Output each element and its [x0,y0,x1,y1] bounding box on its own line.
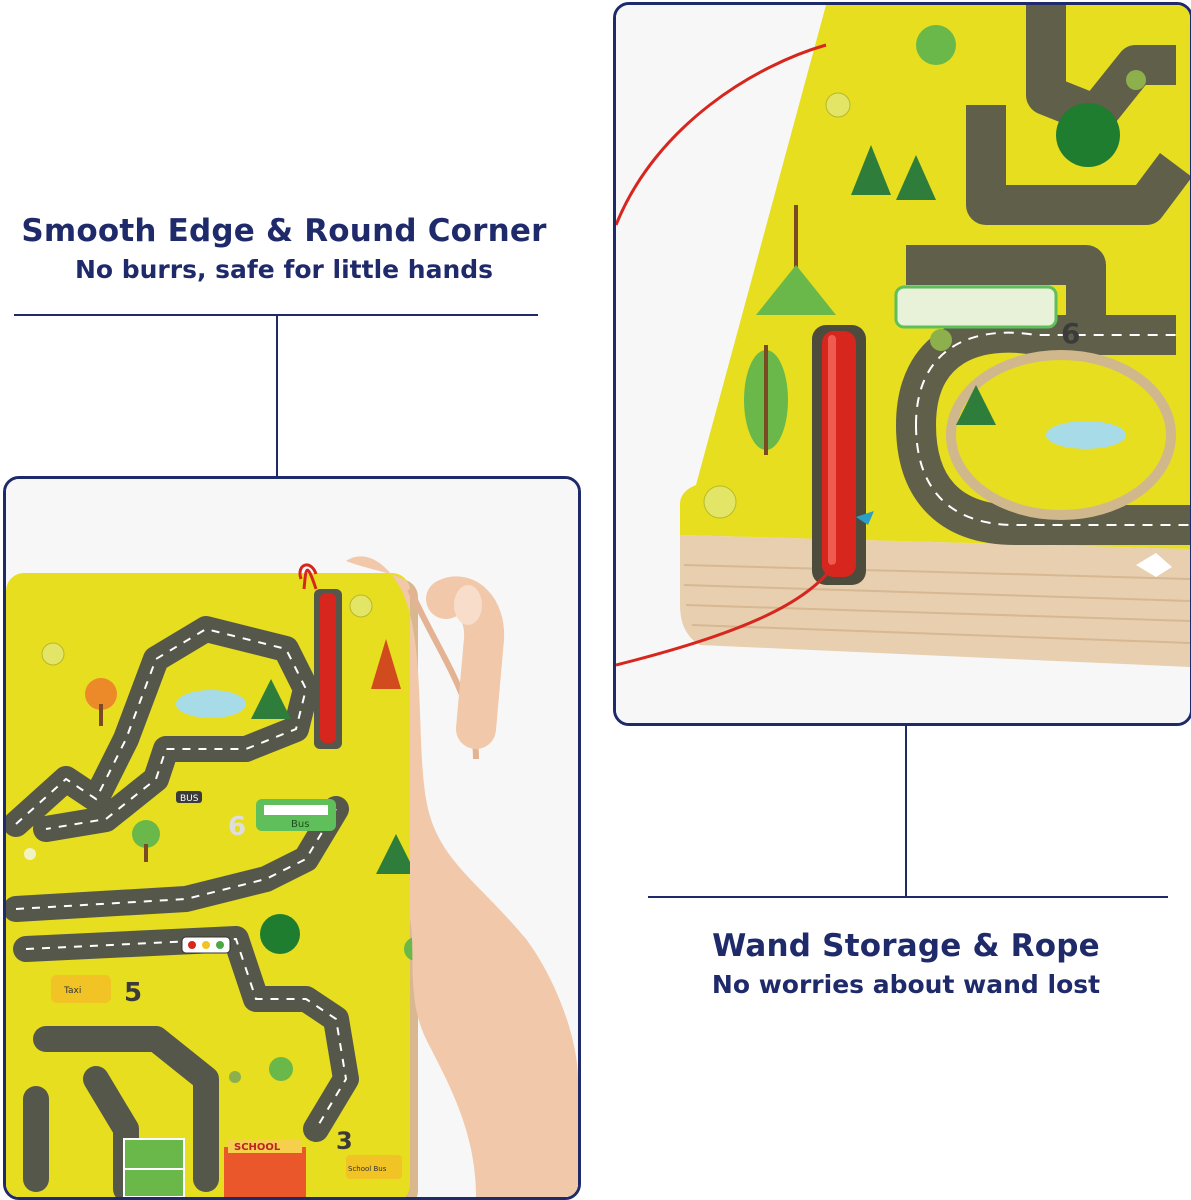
wand-storage-closeup-illustration: 6 [616,5,1190,723]
maze-board-hand-illustration: Bus BUS 6 Taxi 5 SCHOOL School Bus 3 [6,479,578,1197]
number-three-label: 3 [336,1127,353,1155]
left-callout-rule [14,314,538,316]
right-callout: Wand Storage & Rope No worries about wan… [646,928,1166,999]
left-callout-subtitle: No burrs, safe for little hands [74,255,494,284]
rope-icon [616,564,836,667]
bus-icon [894,285,1058,329]
right-product-photo: 6 [613,2,1191,726]
green-knob-icon [1056,103,1120,167]
bird-icon [856,511,874,525]
right-callout-title: Wand Storage & Rope [712,928,1100,964]
magnetic-wand-icon [822,331,856,577]
hand-photo [346,556,578,1197]
tree-icons [85,639,428,1081]
right-callout-subtitle: No worries about wand lost [711,970,1101,999]
bus-text-label: Bus [291,819,309,830]
tree-icons [744,25,996,455]
bead-icons [703,70,1146,519]
pond-icon [1046,421,1126,449]
taxi-icon [51,975,111,1003]
school-bus-text-label: School Bus [348,1165,387,1173]
left-connector-line [276,316,278,528]
left-callout-title: Smooth Edge & Round Corner [21,213,547,249]
rope-icon [298,563,318,580]
right-callout-rule [648,896,1168,898]
green-knob-icon [260,914,300,954]
magnetic-wand-icon [320,593,336,743]
wood-edge [680,535,1190,667]
school-sign-label: SCHOOL [234,1142,281,1153]
bus-sign-label: BUS [180,794,199,804]
right-connector-line [905,680,907,896]
number-six-label: 6 [1061,317,1080,350]
left-product-photo: Bus BUS 6 Taxi 5 SCHOOL School Bus 3 [3,476,581,1200]
flower-icon [1136,553,1172,577]
number-five-label: 5 [124,978,142,1008]
left-callout: Smooth Edge & Round Corner No burrs, saf… [14,213,554,284]
school-building-icon [224,1147,306,1197]
number-six-label: 6 [228,812,246,842]
taxi-text-label: Taxi [63,986,81,996]
pond-icon [176,690,246,718]
school-bus-icon [346,1155,402,1179]
